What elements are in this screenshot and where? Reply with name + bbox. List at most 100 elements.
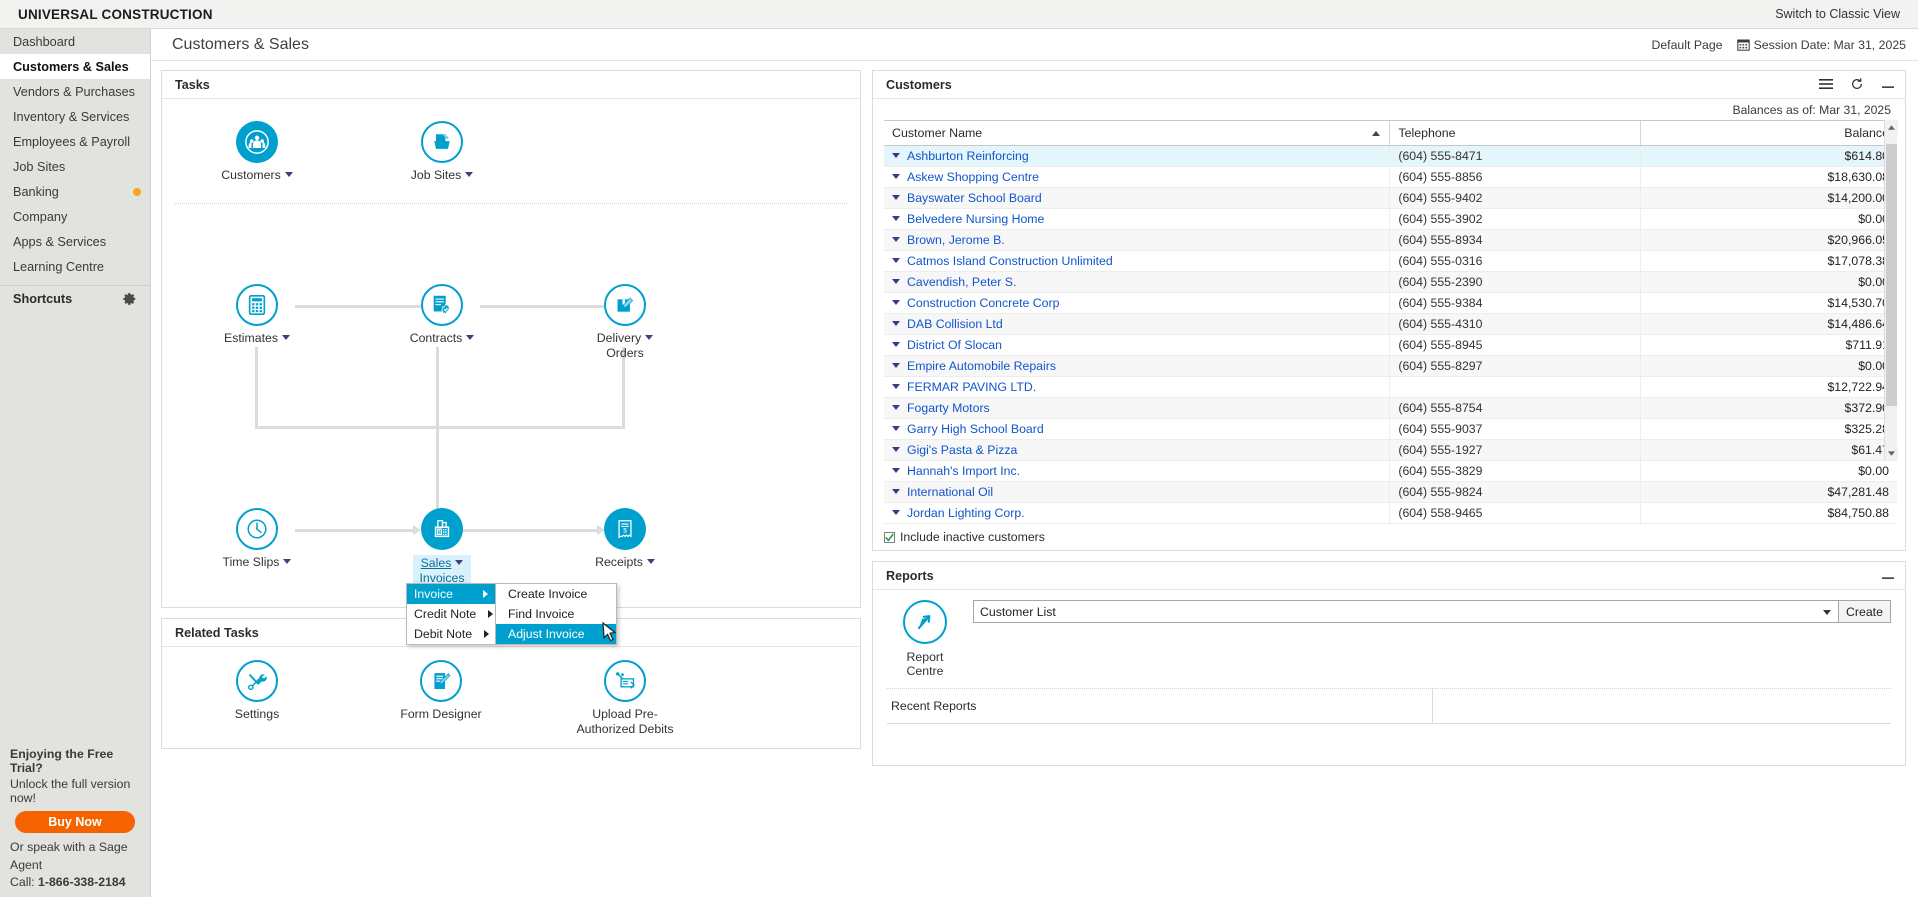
cell-customer-name[interactable]: International Oil bbox=[884, 481, 1390, 503]
report-select-dropdown[interactable]: Customer List bbox=[973, 600, 1839, 623]
table-row[interactable]: International Oil(604) 555-9824$47,281.4… bbox=[884, 481, 1897, 503]
row-expand-caret-icon[interactable] bbox=[892, 195, 900, 200]
table-row[interactable]: Brown, Jerome B.(604) 555-8934$20,966.05 bbox=[884, 229, 1897, 251]
hamburger-menu-icon[interactable] bbox=[1819, 78, 1833, 93]
customer-name-link[interactable]: Gigi's Pasta & Pizza bbox=[907, 443, 1018, 457]
row-expand-caret-icon[interactable] bbox=[892, 153, 900, 158]
table-row[interactable]: Bayswater School Board(604) 555-9402$14,… bbox=[884, 187, 1897, 209]
task-node-time-slips[interactable]: Time Slips bbox=[202, 508, 312, 570]
row-expand-caret-icon[interactable] bbox=[892, 489, 900, 494]
table-row[interactable]: Hannah's Import Inc.(604) 555-3829$0.00 bbox=[884, 460, 1897, 482]
customer-name-link[interactable]: District Of Slocan bbox=[907, 338, 1002, 352]
sidebar-item-vendors-purchases[interactable]: Vendors & Purchases bbox=[0, 79, 150, 104]
row-expand-caret-icon[interactable] bbox=[892, 174, 900, 179]
row-expand-caret-icon[interactable] bbox=[892, 510, 900, 515]
cell-customer-name[interactable]: Bayswater School Board bbox=[884, 187, 1390, 209]
row-expand-caret-icon[interactable] bbox=[892, 426, 900, 431]
table-row[interactable]: Belvedere Nursing Home(604) 555-3902$0.0… bbox=[884, 208, 1897, 230]
customer-name-link[interactable]: Brown, Jerome B. bbox=[907, 233, 1005, 247]
sidebar-item-job-sites[interactable]: Job Sites bbox=[0, 154, 150, 179]
cell-customer-name[interactable]: Ashburton Reinforcing bbox=[884, 145, 1390, 167]
customer-name-link[interactable]: Empire Automobile Repairs bbox=[907, 359, 1056, 373]
task-node-sales-invoices[interactable]: $ Sales bbox=[387, 508, 497, 588]
chevron-down-icon[interactable] bbox=[466, 335, 475, 340]
row-expand-caret-icon[interactable] bbox=[892, 363, 900, 368]
sidebar-item-employees-payroll[interactable]: Employees & Payroll bbox=[0, 129, 150, 154]
column-header-balance[interactable]: Balance bbox=[1639, 120, 1897, 146]
customer-name-link[interactable]: FERMAR PAVING LTD. bbox=[907, 380, 1037, 394]
cell-customer-name[interactable]: Jordan Lighting Corp. bbox=[884, 502, 1390, 524]
table-row[interactable]: FERMAR PAVING LTD.$12,722.94 bbox=[884, 376, 1897, 398]
cell-customer-name[interactable]: Askew Shopping Centre bbox=[884, 166, 1390, 188]
task-node-contracts[interactable]: Contracts bbox=[387, 284, 497, 346]
row-expand-caret-icon[interactable] bbox=[892, 447, 900, 452]
cell-customer-name[interactable]: DAB Collision Ltd bbox=[884, 313, 1390, 335]
switch-to-classic-view-link[interactable]: Switch to Classic View bbox=[1775, 7, 1900, 21]
scroll-down-arrow-icon[interactable] bbox=[1885, 446, 1898, 460]
table-row[interactable]: Ashburton Reinforcing(604) 555-8471$614.… bbox=[884, 145, 1897, 167]
gear-icon[interactable] bbox=[123, 292, 137, 306]
context-menu-item-credit-note[interactable]: Credit Note bbox=[407, 604, 495, 624]
cell-customer-name[interactable]: District Of Slocan bbox=[884, 334, 1390, 356]
report-centre-button[interactable]: Report Centre bbox=[887, 600, 963, 678]
sidebar-item-inventory-services[interactable]: Inventory & Services bbox=[0, 104, 150, 129]
customer-name-link[interactable]: Ashburton Reinforcing bbox=[907, 149, 1029, 163]
customer-name-link[interactable]: Askew Shopping Centre bbox=[907, 170, 1039, 184]
customers-table-scrollbar[interactable] bbox=[1884, 120, 1898, 460]
context-menu-item-invoice[interactable]: Invoice bbox=[407, 584, 495, 604]
task-node-estimates[interactable]: Estimates bbox=[202, 284, 312, 346]
row-expand-caret-icon[interactable] bbox=[892, 237, 900, 242]
cell-customer-name[interactable]: Catmos Island Construction Unlimited bbox=[884, 250, 1390, 272]
table-row[interactable]: Askew Shopping Centre(604) 555-8856$18,6… bbox=[884, 166, 1897, 188]
table-row[interactable]: Garry High School Board(604) 555-9037$32… bbox=[884, 418, 1897, 440]
row-expand-caret-icon[interactable] bbox=[892, 468, 900, 473]
task-node-customers[interactable]: Customers bbox=[202, 121, 312, 183]
chevron-down-icon[interactable] bbox=[284, 172, 293, 177]
table-row[interactable]: Empire Automobile Repairs(604) 555-8297$… bbox=[884, 355, 1897, 377]
customer-name-link[interactable]: Construction Concrete Corp bbox=[907, 296, 1060, 310]
related-task-settings[interactable]: Settings bbox=[187, 660, 327, 722]
cell-customer-name[interactable]: Construction Concrete Corp bbox=[884, 292, 1390, 314]
cell-customer-name[interactable]: Cavendish, Peter S. bbox=[884, 271, 1390, 293]
customer-name-link[interactable]: Belvedere Nursing Home bbox=[907, 212, 1045, 226]
row-expand-caret-icon[interactable] bbox=[892, 342, 900, 347]
task-node-delivery-orders[interactable]: Delivery Orders bbox=[570, 284, 680, 361]
submenu-item-find-invoice[interactable]: Find Invoice bbox=[496, 604, 616, 624]
scrollbar-thumb[interactable] bbox=[1886, 144, 1897, 406]
default-page-link[interactable]: Default Page bbox=[1651, 37, 1723, 52]
column-header-customer-name[interactable]: Customer Name bbox=[884, 120, 1390, 146]
table-row[interactable]: Fogarty Motors(604) 555-8754$372.90 bbox=[884, 397, 1897, 419]
row-expand-caret-icon[interactable] bbox=[892, 300, 900, 305]
row-expand-caret-icon[interactable] bbox=[892, 321, 900, 326]
customer-name-link[interactable]: DAB Collision Ltd bbox=[907, 317, 1003, 331]
sidebar-item-customers-sales[interactable]: Customers & Sales bbox=[0, 54, 150, 79]
table-row[interactable]: Cavendish, Peter S.(604) 555-2390$0.00 bbox=[884, 271, 1897, 293]
chevron-down-icon[interactable] bbox=[282, 335, 290, 340]
sidebar-item-learning-centre[interactable]: Learning Centre bbox=[0, 254, 150, 279]
task-node-receipts[interactable]: $ Receipts bbox=[570, 508, 680, 570]
row-expand-caret-icon[interactable] bbox=[892, 279, 900, 284]
submenu-item-adjust-invoice[interactable]: Adjust Invoice bbox=[496, 624, 616, 644]
sales-invoices-label-line2[interactable]: Invoices bbox=[419, 570, 465, 585]
chevron-down-icon[interactable] bbox=[646, 559, 655, 564]
include-inactive-customers-row[interactable]: Include inactive customers bbox=[873, 524, 1905, 550]
cell-customer-name[interactable]: FERMAR PAVING LTD. bbox=[884, 376, 1390, 398]
sidebar-item-dashboard[interactable]: Dashboard bbox=[0, 29, 150, 54]
scroll-up-arrow-icon[interactable] bbox=[1885, 120, 1898, 134]
table-row[interactable]: Gigi's Pasta & Pizza(604) 555-1927$61.47 bbox=[884, 439, 1897, 461]
cell-customer-name[interactable]: Hannah's Import Inc. bbox=[884, 460, 1390, 482]
customer-name-link[interactable]: Hannah's Import Inc. bbox=[907, 464, 1021, 478]
related-task-upload-pre-authorized-debits[interactable]: Upload Pre- Authorized Debits bbox=[555, 660, 695, 737]
sidebar-item-apps-services[interactable]: Apps & Services bbox=[0, 229, 150, 254]
refresh-icon[interactable] bbox=[1850, 77, 1864, 94]
table-row[interactable]: DAB Collision Ltd(604) 555-4310$14,486.6… bbox=[884, 313, 1897, 335]
cell-customer-name[interactable]: Fogarty Motors bbox=[884, 397, 1390, 419]
customer-name-link[interactable]: Catmos Island Construction Unlimited bbox=[907, 254, 1113, 268]
row-expand-caret-icon[interactable] bbox=[892, 216, 900, 221]
column-header-telephone[interactable]: Telephone bbox=[1389, 120, 1641, 146]
customer-name-link[interactable]: Fogarty Motors bbox=[907, 401, 990, 415]
submenu-item-create-invoice[interactable]: Create Invoice bbox=[496, 584, 616, 604]
sales-invoices-label-line1[interactable]: Sales bbox=[420, 556, 452, 570]
row-expand-caret-icon[interactable] bbox=[892, 258, 900, 263]
minimize-icon[interactable] bbox=[1881, 569, 1895, 584]
